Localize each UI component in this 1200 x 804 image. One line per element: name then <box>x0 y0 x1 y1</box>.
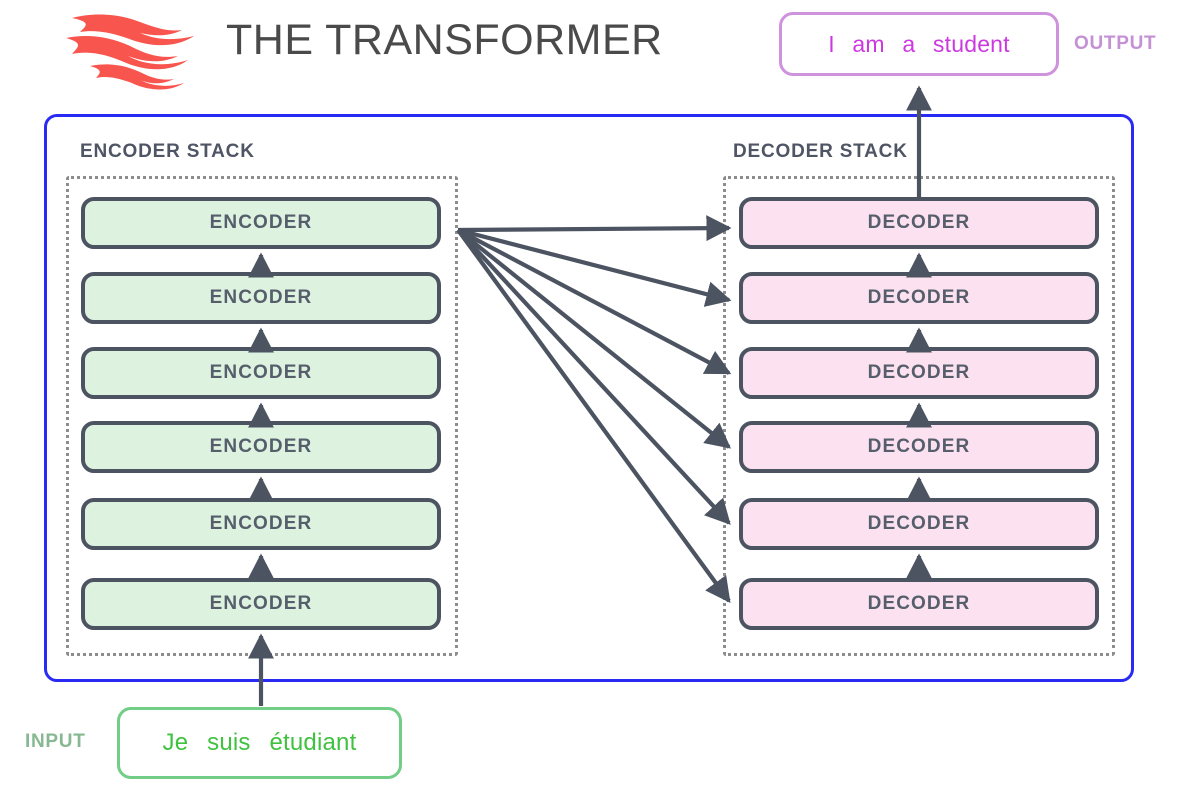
decoder-block-2[interactable]: DECODER <box>739 272 1099 324</box>
encoder-block-1[interactable]: ENCODER <box>81 197 441 249</box>
output-box: I am a student <box>779 12 1059 76</box>
flame-logo-icon <box>62 10 214 94</box>
encoder-block-3[interactable]: ENCODER <box>81 347 441 399</box>
input-box: Je suis étudiant <box>117 707 402 779</box>
input-label: INPUT <box>25 731 86 752</box>
transformer-model-container <box>44 114 1134 682</box>
decoder-block-4[interactable]: DECODER <box>739 421 1099 473</box>
encoder-block-5[interactable]: ENCODER <box>81 498 441 550</box>
input-text: Je suis étudiant <box>162 729 357 756</box>
decoder-block-6[interactable]: DECODER <box>739 578 1099 630</box>
output-label: OUTPUT <box>1074 33 1157 54</box>
encoder-block-6[interactable]: ENCODER <box>81 578 441 630</box>
decoder-stack-label: DECODER STACK <box>733 141 908 162</box>
decoder-block-1[interactable]: DECODER <box>739 197 1099 249</box>
decoder-block-5[interactable]: DECODER <box>739 498 1099 550</box>
encoder-block-4[interactable]: ENCODER <box>81 421 441 473</box>
encoder-block-2[interactable]: ENCODER <box>81 272 441 324</box>
encoder-stack-label: ENCODER STACK <box>80 141 255 162</box>
output-text: I am a student <box>828 30 1010 57</box>
page-title: THE TRANSFORMER <box>226 16 663 64</box>
decoder-block-3[interactable]: DECODER <box>739 347 1099 399</box>
